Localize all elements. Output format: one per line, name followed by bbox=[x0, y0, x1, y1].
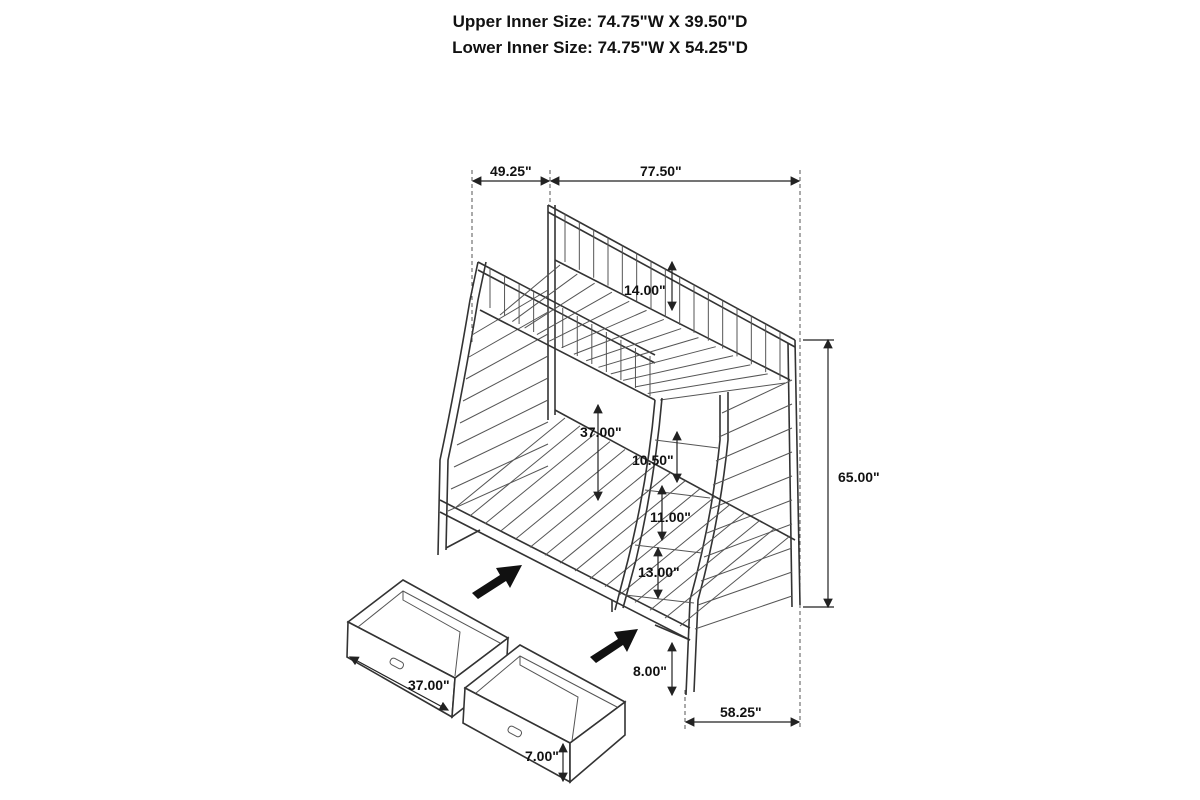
end-panel-slat bbox=[459, 377, 549, 424]
end-panel-slat bbox=[453, 421, 549, 468]
bed-slat bbox=[529, 456, 641, 548]
bed-slat bbox=[561, 309, 647, 349]
dim-ladder-step-2: 11.00" bbox=[650, 509, 691, 525]
bed-slat bbox=[589, 488, 701, 580]
bed-slat bbox=[549, 300, 630, 342]
dimension-lines bbox=[348, 176, 834, 783]
bed-slat bbox=[512, 273, 578, 322]
end-panel-slat bbox=[471, 289, 549, 336]
bed-slat bbox=[598, 337, 699, 368]
drawer-right bbox=[462, 644, 627, 784]
bed-slat bbox=[499, 441, 611, 532]
drawer-handle-icon bbox=[507, 725, 523, 738]
end-panel-slat bbox=[706, 499, 793, 534]
bed-slat bbox=[514, 449, 626, 540]
dim-under-bed-clearance: 8.00" bbox=[633, 663, 667, 679]
bed-slat bbox=[622, 355, 734, 381]
end-panel-slat bbox=[700, 547, 793, 582]
dim-overall-height: 65.00" bbox=[838, 469, 880, 485]
dim-ladder-step-3: 13.00" bbox=[638, 564, 680, 580]
bed-slat bbox=[454, 417, 566, 509]
upper-inner-size: Upper Inner Size: 74.75"W X 39.50"D bbox=[452, 12, 748, 31]
bed-slat bbox=[544, 464, 656, 556]
dim-lower-depth: 58.25" bbox=[720, 704, 762, 720]
bed-slat bbox=[499, 264, 561, 316]
bed-slat bbox=[559, 472, 671, 564]
bed-slat bbox=[484, 433, 596, 525]
end-panel-slat bbox=[465, 333, 549, 380]
end-panel-slat bbox=[447, 465, 549, 512]
end-panel-slat bbox=[715, 427, 793, 462]
dim-overall-length: 77.50" bbox=[640, 163, 682, 179]
ladder-rung bbox=[644, 489, 711, 499]
end-panel-slat bbox=[718, 403, 793, 438]
bed-slat bbox=[664, 527, 776, 619]
bed-slat bbox=[573, 318, 665, 355]
extension-lines bbox=[471, 170, 801, 730]
dim-ladder-step-1: 10.50" bbox=[632, 452, 674, 468]
end-panel-slat bbox=[694, 595, 793, 630]
bed-slat bbox=[649, 519, 761, 611]
dim-guardrail-height: 14.00" bbox=[624, 282, 666, 298]
bed-slat bbox=[574, 480, 686, 572]
end-panel-slat bbox=[712, 451, 793, 486]
end-panel-slat bbox=[709, 475, 793, 510]
bed-frame bbox=[437, 204, 801, 696]
end-panel-slat bbox=[462, 355, 549, 402]
dim-bunk-clearance: 37.00" bbox=[580, 424, 622, 440]
end-panel-slat bbox=[456, 399, 549, 446]
lower-inner-size: Lower Inner Size: 74.75"W X 54.25"D bbox=[452, 38, 748, 57]
ladder-rung bbox=[654, 439, 719, 449]
bed-slat bbox=[536, 291, 613, 336]
dim-drawer-height: 7.00" bbox=[525, 748, 559, 764]
bed-slat bbox=[469, 425, 581, 517]
bed-slat bbox=[659, 382, 786, 401]
bed-slat bbox=[634, 512, 746, 603]
bed-slat bbox=[610, 346, 716, 375]
bed-slat bbox=[604, 496, 716, 588]
bed-slat bbox=[585, 328, 682, 362]
dim-upper-depth: 49.25" bbox=[490, 163, 532, 179]
bed-slat bbox=[524, 282, 595, 329]
end-panel-slat bbox=[697, 571, 793, 606]
insert-arrow-icon bbox=[472, 565, 522, 599]
end-panel-slat bbox=[468, 311, 549, 358]
end-panel-slat bbox=[703, 523, 793, 558]
bed-slat bbox=[679, 535, 791, 627]
dim-drawer-length: 37.00" bbox=[408, 677, 450, 693]
insert-arrow-icon bbox=[590, 629, 638, 663]
end-panel-slat bbox=[721, 379, 793, 414]
bed-slat bbox=[635, 364, 751, 388]
ladder-rung bbox=[634, 544, 703, 554]
end-panel-slat bbox=[450, 443, 549, 490]
bed-slat bbox=[647, 373, 768, 394]
